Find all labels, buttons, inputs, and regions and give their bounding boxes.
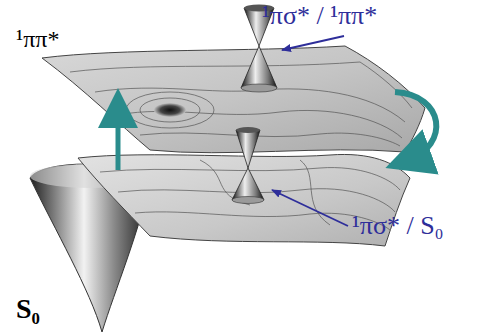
leader-arrow (272, 190, 348, 226)
state-label: ¹ππ* (16, 26, 59, 52)
intersection-label: ¹πσ* / ¹ππ* (262, 2, 377, 31)
transfer-arrow (395, 92, 436, 160)
state-label: S₀ (16, 294, 40, 325)
leader-arrow (282, 36, 344, 50)
intersection-label: ¹πσ* / S₀ (352, 212, 444, 241)
excitation-arrow (116, 108, 121, 170)
